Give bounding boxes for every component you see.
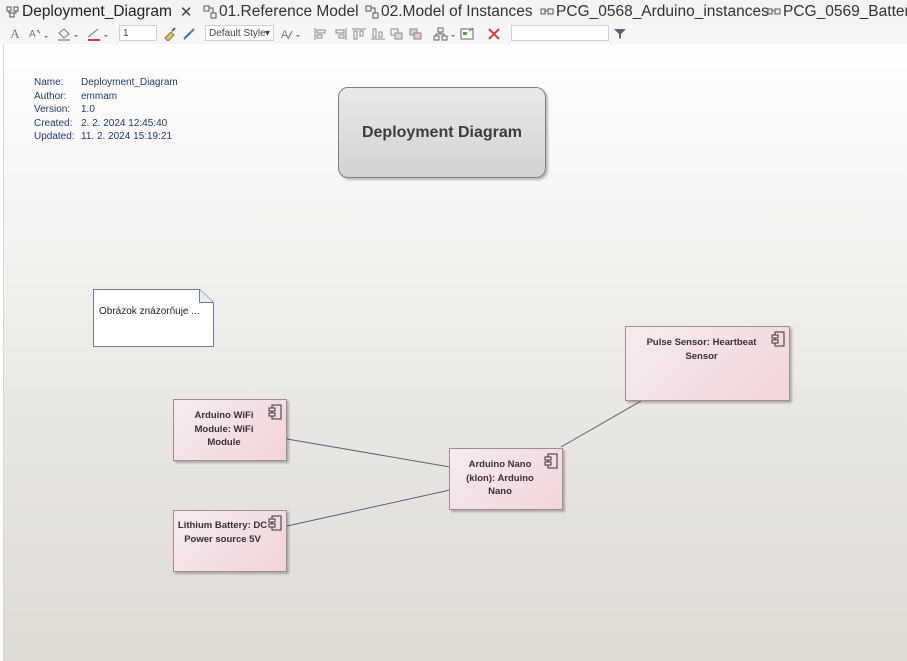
diagram-toolbar: A A 1 Default Style▾ A <box>0 24 907 44</box>
tab-label: Deployment_Diagram <box>22 3 172 20</box>
delete-icon[interactable] <box>486 26 502 42</box>
svg-text:A: A <box>29 29 36 40</box>
align-top-icon[interactable] <box>351 26 367 42</box>
line-color-icon[interactable] <box>86 26 110 42</box>
diagram-icon <box>203 5 217 19</box>
search-input[interactable] <box>511 25 609 41</box>
text-color-icon[interactable]: A <box>28 26 50 42</box>
line-width-select[interactable]: 1 <box>119 25 157 41</box>
diagram-icon <box>365 5 379 19</box>
diagram-metadata: Name: Deployment_Diagram Author: emmam Ver… <box>34 76 178 144</box>
tab-deployment-diagram[interactable]: Deployment_Diagram ✕ <box>6 0 192 24</box>
tab-battery[interactable]: PCG_0569_Batter <box>767 0 907 24</box>
note-element[interactable]: Obrázok znázorňuje ... <box>93 289 214 347</box>
meta-row: Version: 1.0 <box>34 103 178 117</box>
diagram-icon <box>6 6 19 18</box>
tab-label: 01.Reference Model <box>219 3 359 20</box>
meta-row: Updated: 11. 2. 2024 15:19:21 <box>34 130 178 144</box>
meta-key: Updated: <box>34 131 75 142</box>
style-select-value: Default Style <box>209 28 266 39</box>
style-select[interactable]: Default Style▾ <box>205 25 274 41</box>
align-right-icon[interactable] <box>332 26 348 42</box>
apply-style-icon[interactable] <box>181 26 197 42</box>
layout-icon[interactable] <box>433 26 457 42</box>
component-arduino-nano[interactable]: Arduino Nano (klon): Arduino Nano <box>449 448 563 510</box>
connector-wifi-nano[interactable] <box>286 438 451 468</box>
component-label: Arduino Nano (klon): Arduino Nano <box>466 459 534 497</box>
text-style-icon[interactable]: A <box>280 26 302 42</box>
meta-value: Deployment_Diagram <box>81 77 178 88</box>
note-text: Obrázok znázorňuje ... <box>99 306 200 317</box>
tab-label: PCG_0568_Arduino_instances <box>556 3 769 20</box>
meta-value: 1.0 <box>81 104 95 115</box>
align-left-icon[interactable] <box>313 26 329 42</box>
format-painter-icon[interactable] <box>162 26 178 42</box>
close-icon[interactable]: ✕ <box>179 4 193 21</box>
component-pulse-sensor[interactable]: Pulse Sensor: Heartbeat Sensor <box>625 326 790 401</box>
diagram-title: Deployment Diagram <box>361 123 523 141</box>
align-bottom-icon[interactable] <box>370 26 386 42</box>
diagram-icon <box>767 8 781 15</box>
meta-key: Version: <box>34 104 71 115</box>
meta-row: Author: emmam <box>34 90 178 104</box>
connector-battery-nano[interactable] <box>286 489 451 527</box>
component-wifi-module[interactable]: Arduino WiFi Module: WiFi Module <box>173 399 287 461</box>
line-width-value: 1 <box>123 28 129 39</box>
component-label: Pulse Sensor: Heartbeat Sensor <box>646 337 757 362</box>
component-icon <box>268 404 282 420</box>
component-icon <box>771 331 785 347</box>
chevron-down-icon: ▾ <box>264 28 270 39</box>
meta-key: Author: <box>34 90 67 102</box>
diagram-properties-icon[interactable] <box>460 26 476 42</box>
z-order-icon[interactable] <box>408 26 424 42</box>
meta-row: Created: 2. 2. 2024 12:45:40 <box>34 117 178 131</box>
diagram-icon <box>540 8 554 15</box>
connector-nano-pulse[interactable] <box>560 400 642 448</box>
diagram-title-frame[interactable]: Deployment Diagram <box>338 87 546 178</box>
font-icon[interactable]: A <box>10 26 20 41</box>
component-lithium-battery[interactable]: Lithium Battery: DC Power source 5V <box>173 510 287 572</box>
svg-text:A: A <box>281 29 289 41</box>
filter-icon[interactable] <box>613 26 627 42</box>
component-icon <box>268 515 282 531</box>
fill-color-icon[interactable] <box>56 26 80 42</box>
tab-bar: Deployment_Diagram ✕ 01.Reference Model … <box>0 0 907 25</box>
meta-value: 2. 2. 2024 12:45:40 <box>81 117 168 129</box>
tab-label: PCG_0569_Batter <box>783 3 907 20</box>
component-label: Arduino WiFi Module: WiFi Module <box>194 410 254 448</box>
meta-key: Name: <box>34 77 64 88</box>
same-size-icon[interactable] <box>389 26 405 42</box>
meta-row: Name: Deployment_Diagram <box>34 76 178 90</box>
tab-label: 02.Model of Instances <box>381 3 533 20</box>
meta-value: emmam <box>81 90 118 102</box>
tab-arduino-instances[interactable]: PCG_0568_Arduino_instances <box>540 0 769 24</box>
tab-reference-model[interactable]: 01.Reference Model <box>203 0 359 24</box>
meta-key: Created: <box>34 117 73 129</box>
connectors <box>286 400 642 527</box>
note-shape <box>93 289 214 347</box>
component-label: Lithium Battery: DC Power source 5V <box>177 520 268 545</box>
meta-value: 11. 2. 2024 15:19:21 <box>81 131 173 142</box>
component-icon <box>544 453 558 469</box>
diagram-canvas[interactable]: Name: Deployment_Diagram Author: emmam Ver… <box>3 44 907 661</box>
tab-model-of-instances[interactable]: 02.Model of Instances <box>365 0 533 24</box>
